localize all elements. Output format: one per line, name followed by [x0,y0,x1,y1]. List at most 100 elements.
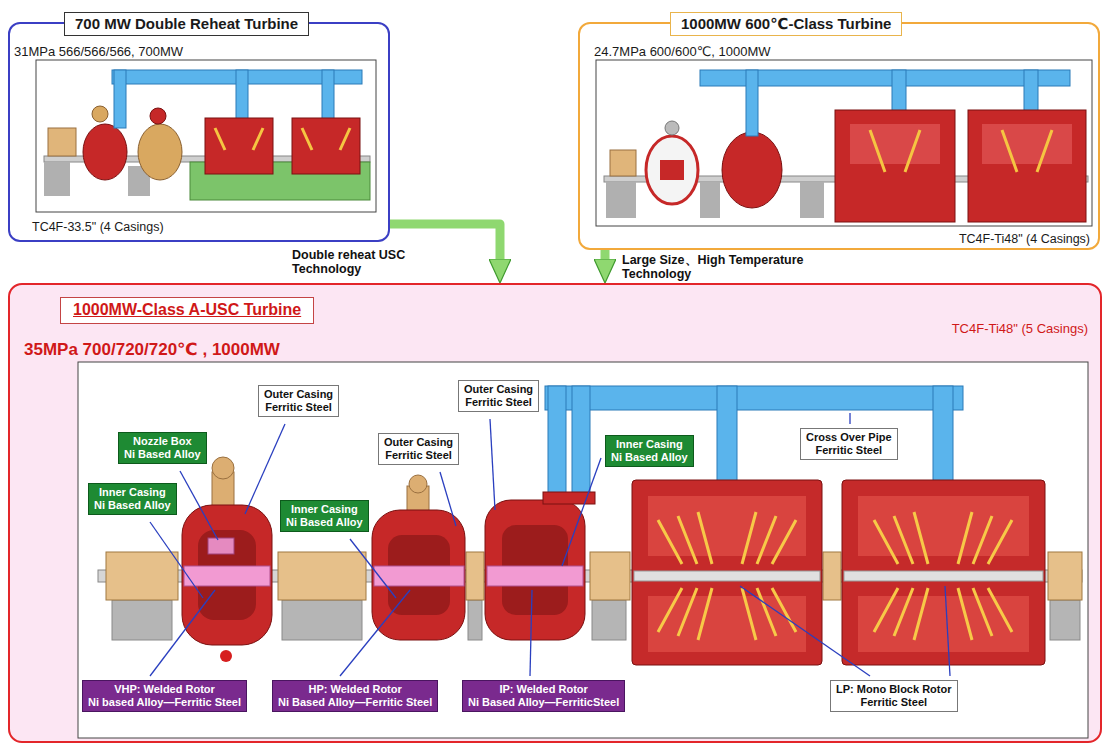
a-usc-turbine [1050,600,1080,640]
leader-line [245,424,285,514]
a-usc-turbine [409,475,427,493]
a-usc-turbine [282,600,362,640]
spec-text: 35MPa 700/720/720℃ , 1000MW [24,339,280,360]
illustration-frame [596,60,1092,226]
a-usc-turbine [485,500,585,640]
a-usc-turbine [487,566,583,586]
callout-text: Inner Casing [94,486,171,499]
a-usc-turbine [208,538,234,554]
callout-text: Ferritic Steel [384,449,453,462]
callout-text: Ni Based Alloy—FerriticSteel [468,696,619,709]
usc-turbine [646,136,698,204]
double-reheat-turbine [205,118,273,174]
usc-turbine [660,160,684,180]
rotor-callout: HP: Welded RotorNi Based Alloy—Ferritic … [272,680,438,712]
a-usc-turbine [278,552,366,600]
usc-turbine [870,130,1052,172]
usc-turbine [604,70,1088,222]
a-usc-turbine [98,386,1082,665]
edge-label: Double reheat USC Technology [292,248,452,277]
a-usc-turbine [634,571,820,581]
callout-text: Outer Casing [264,388,333,401]
material-callout: Outer CasingFerritic Steel [458,380,539,412]
illustration-frame [36,60,1092,738]
usc-turbine [610,150,636,176]
double-reheat-turbine [138,124,182,180]
leader-line [340,590,410,676]
callout-text: Outer Casing [464,383,533,396]
leader-line [849,413,850,424]
callout-text: Ni Based Alloy [611,451,688,464]
a-usc-turbine [212,457,234,479]
double-reheat-turbine [83,124,127,180]
material-callout: Cross Over PipeFerritic Steel [800,428,898,460]
double-reheat-turbine [44,70,370,200]
double-reheat-turbine [322,70,334,120]
double-reheat-turbine [292,118,360,174]
a-usc-turbine [220,650,232,662]
leader-line [440,472,456,526]
callout-text: Inner Casing [611,438,688,451]
a-usc-turbine [374,566,464,586]
spec-text: 31MPa 566/566/566, 700MW [14,44,183,59]
callout-text: Ni Based Alloy [124,448,201,461]
a-usc-turbine [842,480,1045,665]
panel-ground [8,22,390,242]
callout-text: Ni Based Alloy [94,499,171,512]
a-usc-turbine [823,552,841,600]
panel-ground [8,283,1102,743]
usc-turbine [1024,70,1038,112]
usc-turbine [850,124,940,164]
panel-title: 700 MW Double Reheat Turbine [64,12,309,36]
technology-arrow [390,224,500,259]
model-caption: TC4F-33.5" (4 Casings) [32,220,164,234]
a-usc-turbine [858,496,1029,556]
callout-text: Nozzle Box [124,435,201,448]
usc-turbine [722,132,782,208]
a-usc-turbine [1048,552,1082,600]
a-usc-turbine [468,600,482,640]
material-callout: Outer CasingFerritic Steel [378,433,459,465]
spec-panel: 1000MW 600℃-Class Turbine24.7MPa 600/600… [578,22,1100,250]
leader-line [350,539,396,598]
callout-text: Ferritic Steel [264,401,333,414]
a-usc-turbine [590,552,630,600]
callout-text: LP: Mono Block Rotor [836,683,952,696]
material-callout: Inner CasingNi Based Alloy [280,500,369,532]
usc-turbine [800,182,824,218]
a-usc-turbine [858,596,1029,652]
material-callout: Nozzle BoxNi Based Alloy [118,432,207,464]
leader-line [945,586,950,676]
usc-turbine [700,182,720,218]
usc-turbine [606,182,636,218]
double-reheat-turbine [44,162,70,196]
callout-text: Ni Based Alloy [286,516,363,529]
rotor-callout: IP: Welded RotorNi Based Alloy—FerriticS… [462,680,625,712]
callout-text: Inner Casing [286,503,363,516]
panel-title: 1000MW 600℃-Class Turbine [670,12,902,36]
leader-line [150,590,215,676]
illustration-frame [36,60,376,212]
leader-line [150,413,950,676]
a-usc-turbine [717,386,737,482]
leader-line [740,586,870,676]
double-reheat-turbine [215,128,350,150]
callout-text: Ferritic Steel [836,696,952,709]
usc-turbine [746,70,758,136]
a-usc-turbine [572,386,590,502]
leader-line [180,471,218,540]
double-reheat-turbine [236,70,248,120]
double-reheat-turbine [114,70,126,128]
a-usc-turbine [632,480,822,665]
spec-text: 24.7MPa 600/600℃, 1000MW [594,44,770,59]
a-usc-turbine [545,386,963,410]
leader-line [530,590,532,676]
callout-text: Ni based Alloy—Ferritic Steel [88,696,241,709]
a-usc-turbine [548,386,566,502]
usc-turbine [665,121,679,135]
panel-title: 1000MW-Class A-USC Turbine [60,297,314,324]
model-caption: TC4F-Ti48" (5 Casings) [952,321,1088,336]
usc-turbine [892,70,906,112]
